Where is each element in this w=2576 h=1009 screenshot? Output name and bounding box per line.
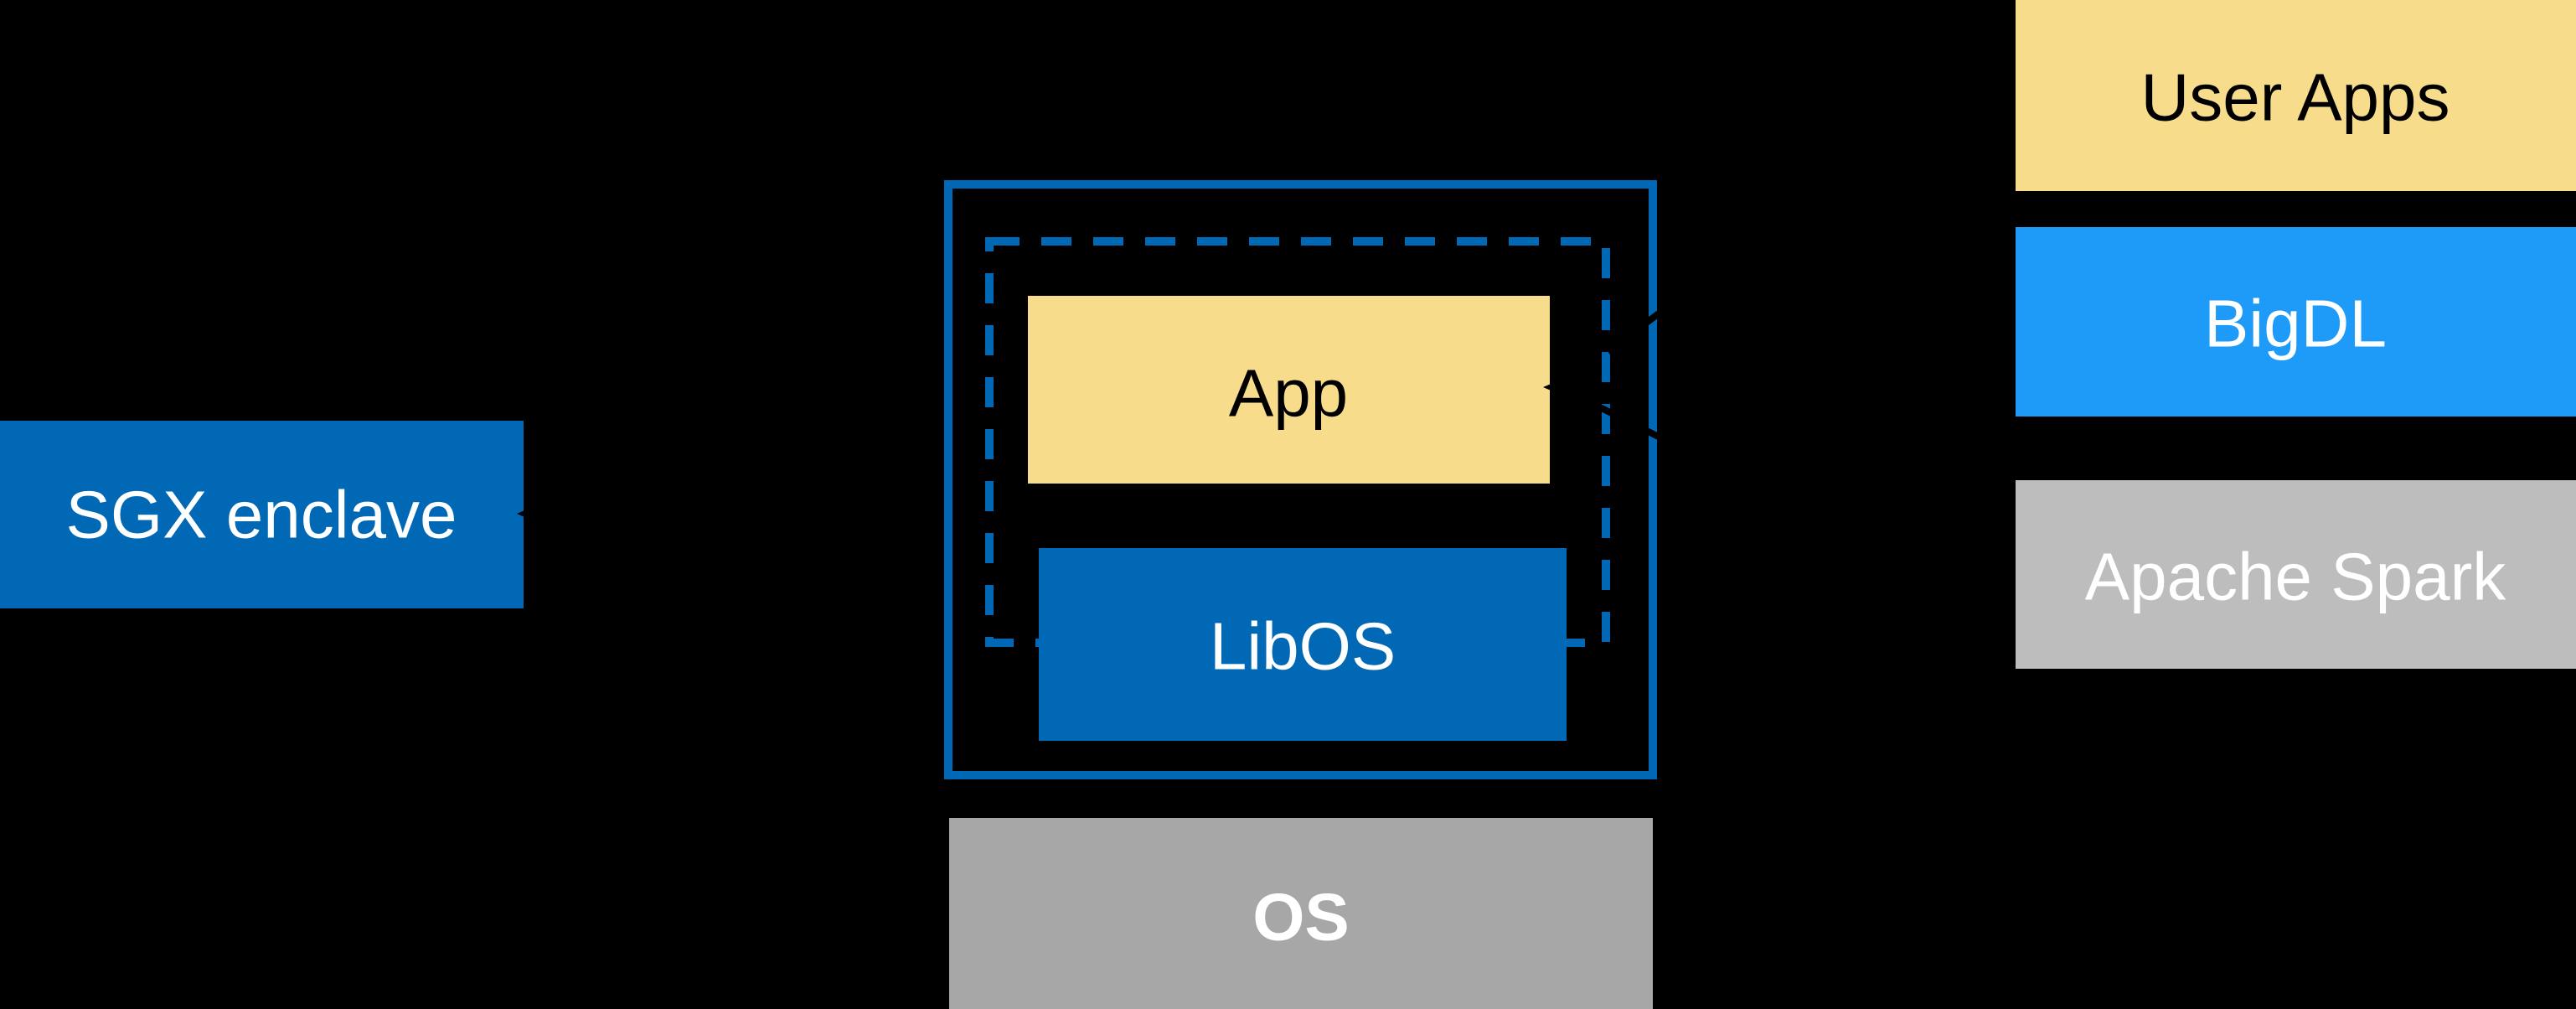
app-box [1028,296,1550,484]
arrowhead-at-app-box-icon [1543,377,1567,397]
enclave-solid-border [944,180,1657,779]
user-apps-box [2016,0,2576,191]
arrowhead-at-sgx-enclave-box-icon [517,504,540,524]
libos-label: LibOS [1210,609,1396,684]
user-apps-to-app-dashed-line [1557,47,2015,391]
app-label: App [1229,356,1348,431]
apache-spark-box [2016,480,2576,669]
apache-spark-label: Apache Spark [2085,540,2507,614]
sgx-enclave-label: SGX enclave [66,478,457,552]
sgx-enclave-box [0,421,524,608]
apache-spark-to-app-dashed-line [1558,384,2014,618]
os-label: OS [1252,880,1350,955]
bigdl-label: BigDL [2204,287,2387,361]
libos-box [1039,548,1567,741]
bigdl-box [2016,227,2576,417]
os-box [949,818,1653,1009]
user-apps-label: User Apps [2140,60,2450,135]
